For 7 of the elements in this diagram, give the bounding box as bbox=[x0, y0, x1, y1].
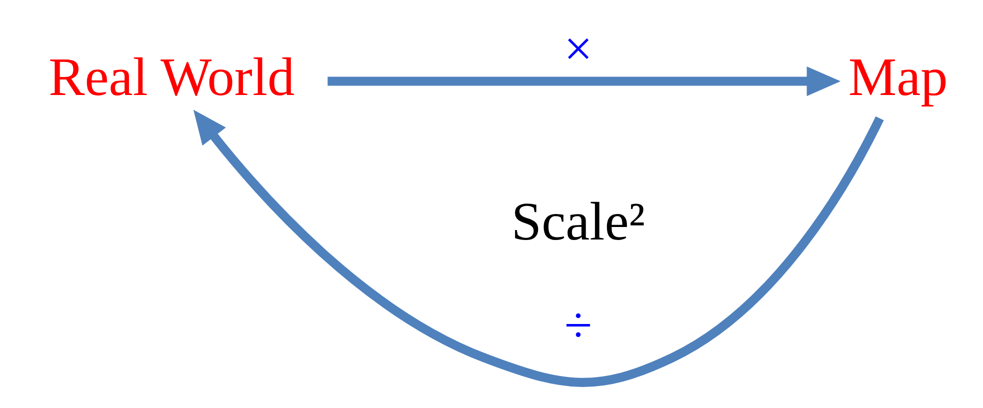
edge-label: × bbox=[564, 20, 593, 77]
arrow bbox=[193, 110, 884, 387]
edge-label: ÷ bbox=[564, 297, 592, 354]
label: Scale² bbox=[511, 191, 646, 252]
node-text: Map bbox=[848, 46, 948, 107]
node-text: Real World bbox=[48, 46, 295, 107]
arrow bbox=[328, 66, 841, 96]
